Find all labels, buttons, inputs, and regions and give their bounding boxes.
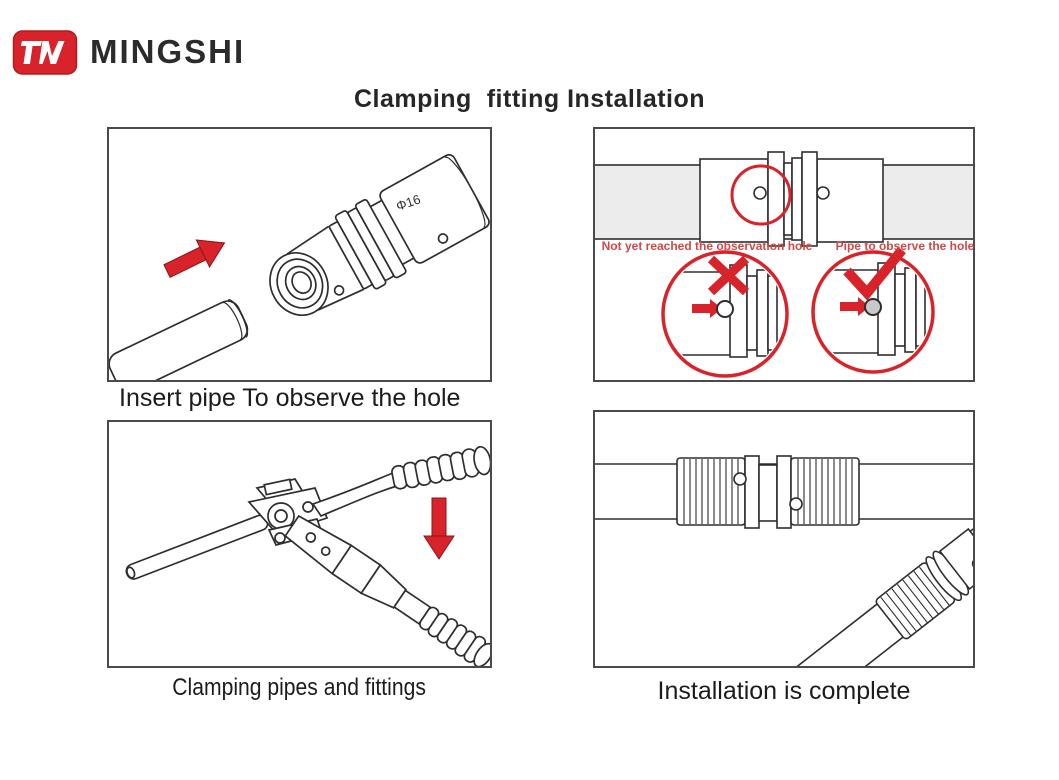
press-down-arrow-icon <box>423 497 455 560</box>
caption-complete: Installation is complete <box>657 677 911 705</box>
upper-handle <box>311 445 490 518</box>
caption-clamp-text: Clamping pipes and fittings <box>172 674 427 701</box>
observation-hole-pipe-visible-icon <box>864 298 882 316</box>
diagonal-joint <box>790 520 973 666</box>
observation-hole-icon <box>753 186 767 200</box>
pointer-arrow-icon <box>840 297 870 316</box>
observation-hole-empty-icon <box>716 300 734 318</box>
detail-circle-wrong <box>661 250 789 378</box>
press-fitting: Φ16 <box>269 153 490 316</box>
clamping-tool-illustration <box>125 445 490 666</box>
panel-observation-hole: Not yet reached the observation hole Pip… <box>593 127 975 382</box>
brand-name: MINGSHI <box>90 33 246 70</box>
panel-insert-pipe: Φ16 <box>107 127 492 382</box>
label-reached: Pipe to observe the hole <box>835 239 975 253</box>
lower-handle <box>284 514 490 666</box>
highlight-circle-icon <box>730 164 792 226</box>
observation-hole-icon <box>733 472 747 486</box>
detail-correct <box>816 262 926 356</box>
complete-illustration <box>595 455 973 666</box>
insert-arrow-icon <box>163 239 226 278</box>
brand-logo-icon <box>12 28 78 76</box>
pipe <box>125 514 269 580</box>
pipe <box>109 299 249 380</box>
panel-clamping-tool <box>107 420 492 668</box>
caption-clamp: Clamping pipes and fittings <box>107 674 492 702</box>
detail-wrong <box>666 264 778 358</box>
observation-illustration <box>595 151 973 378</box>
insert-pipe-illustration: Φ16 <box>109 153 490 380</box>
observation-hole-icon <box>816 186 830 200</box>
caption-insert: Insert pipe To observe the hole <box>119 384 461 412</box>
cross-icon <box>707 255 750 296</box>
brand-logo: MINGSHI <box>12 28 245 76</box>
pointer-arrow-icon <box>692 299 722 318</box>
detail-circle-correct <box>811 250 935 374</box>
observation-hole-icon <box>789 497 803 511</box>
panel-installation-complete <box>593 410 975 668</box>
check-icon <box>843 246 906 301</box>
page-title: Clamping fitting Installation <box>353 85 706 113</box>
label-not-reached: Not yet reached the observation hole <box>601 239 813 253</box>
